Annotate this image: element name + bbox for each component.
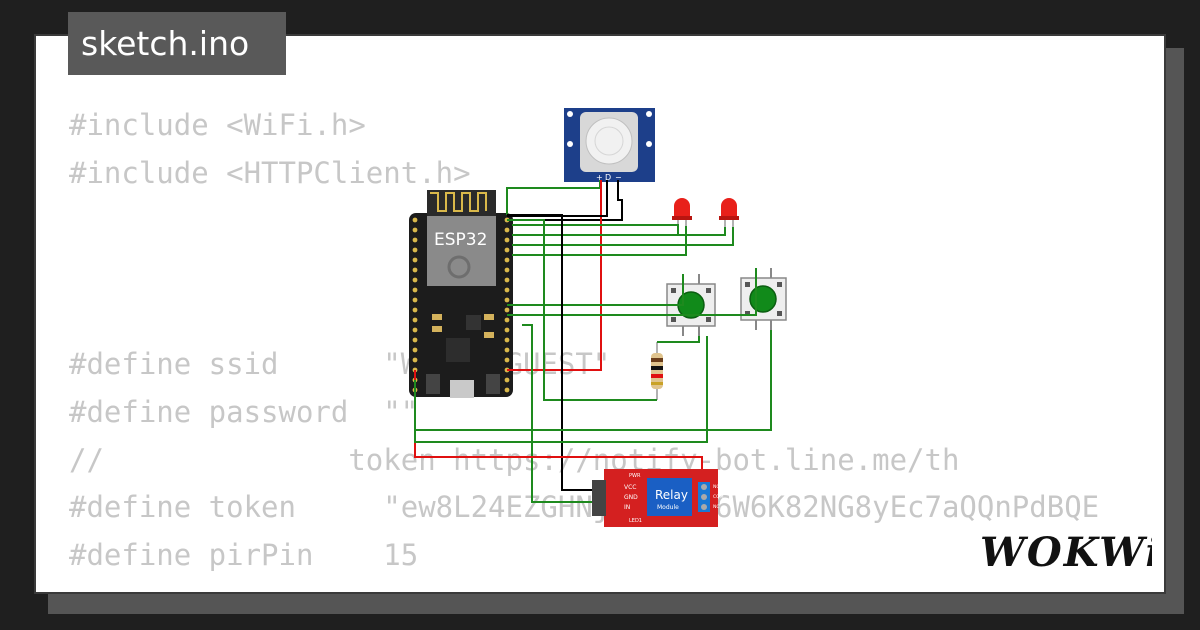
relay-terminal-com: COM bbox=[713, 494, 724, 500]
code-line-1: #include <WiFi.h> bbox=[69, 108, 366, 142]
pir-sensor: + D − bbox=[564, 108, 655, 182]
pir-pin-vcc: + bbox=[596, 173, 603, 182]
relay-terminal-nc: NC bbox=[713, 504, 720, 510]
relay-label: Relay bbox=[655, 488, 688, 502]
esp32-label: ESP32 bbox=[434, 230, 487, 250]
relay-pin-vcc: VCC bbox=[624, 484, 636, 491]
pushbutton-2 bbox=[740, 268, 787, 330]
esp32-right-pins bbox=[504, 217, 510, 393]
esp32-left-pins bbox=[412, 217, 418, 393]
code-line-9: #define token "ew8L24EZGHNjcRL98H6W6K82N… bbox=[69, 490, 1100, 525]
relay-sublabel: Module bbox=[657, 504, 679, 511]
code-line-10: #define pirPin 15 bbox=[69, 538, 419, 573]
relay-pin-in: IN bbox=[624, 504, 630, 511]
preview-card: #include <WiFi.h> #include <HTTPClient.h>… bbox=[34, 34, 1166, 594]
esp32-board: ESP32 bbox=[409, 190, 513, 398]
relay-module: Relay Module VCC GND IN PWR LED1 NO COM … bbox=[592, 469, 724, 527]
code-line-7: #define password "" bbox=[69, 394, 419, 429]
relay-led-1: LED1 bbox=[629, 518, 642, 524]
wokwi-logo: WOKWi bbox=[980, 529, 1152, 576]
resistor bbox=[651, 342, 663, 400]
brand-name: WOKWi bbox=[980, 529, 1152, 576]
circuit-diagram: ESP32 bbox=[409, 108, 787, 527]
code-line-2: #include <HTTPClient.h> bbox=[69, 155, 471, 190]
red-led-1 bbox=[672, 198, 692, 234]
pushbutton-1 bbox=[666, 274, 716, 336]
file-tab[interactable]: sketch.ino bbox=[68, 12, 286, 75]
wires bbox=[414, 180, 772, 503]
relay-led-pwr: PWR bbox=[629, 473, 641, 479]
pir-pin-data: D bbox=[605, 173, 611, 182]
usb-port bbox=[450, 380, 474, 398]
relay-terminal-no: NO bbox=[713, 484, 720, 490]
relay-pin-gnd: GND bbox=[624, 494, 638, 501]
pir-pin-gnd: − bbox=[615, 173, 622, 182]
espressif-logo-icon bbox=[447, 255, 471, 279]
red-led-2 bbox=[719, 198, 739, 234]
